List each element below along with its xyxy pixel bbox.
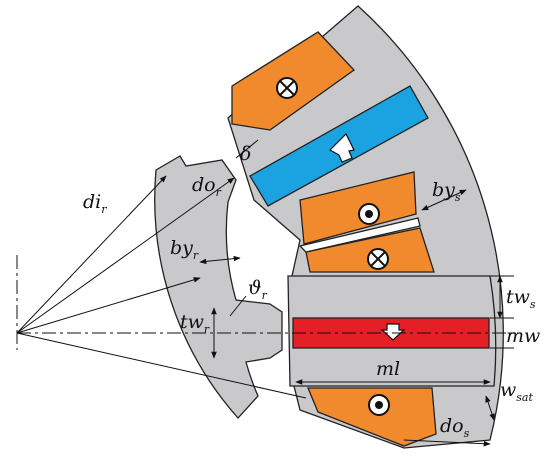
slot-separator [298,217,421,253]
label-by-s: bys [432,179,461,204]
w-sat-dim [485,395,495,421]
theta-dim [229,295,247,317]
rotor-iron [154,155,283,419]
label-tw-r: twr [180,311,210,336]
do-s-dim [403,439,491,447]
delta-dim [235,139,259,159]
label-mw: mw [506,325,540,347]
label-by-r: byr [170,237,199,262]
arrow-up-outline-icon [329,132,355,163]
label-do-s: dos [440,415,470,440]
stator-slot-mid-lower [305,227,435,273]
stator-slot-bottom [307,387,437,447]
dot-in-circle-icon [358,203,380,225]
cross-in-circle-icon [276,77,298,99]
label-do-r: dor [192,174,222,199]
di-radius-line [16,175,167,334]
dot-in-circle-icon [368,394,390,416]
label-theta-r: ϑr [248,277,268,302]
label-tw-s: tws [506,286,536,311]
by-r-dim [199,255,241,265]
label-ml: ml [376,358,400,380]
label-w-sat: wsat [500,379,533,404]
do-r-radius-line [16,177,235,334]
label-delta: δ [240,143,251,165]
by-s-dim [421,189,467,211]
arrow-down-outline-icon [380,323,406,341]
by-r-radius-line [16,277,201,334]
label-di-r: dir [83,191,107,216]
cross-in-circle-icon [367,248,389,270]
lower-radius-line [16,332,307,399]
stator-slot-mid-upper [299,171,417,245]
